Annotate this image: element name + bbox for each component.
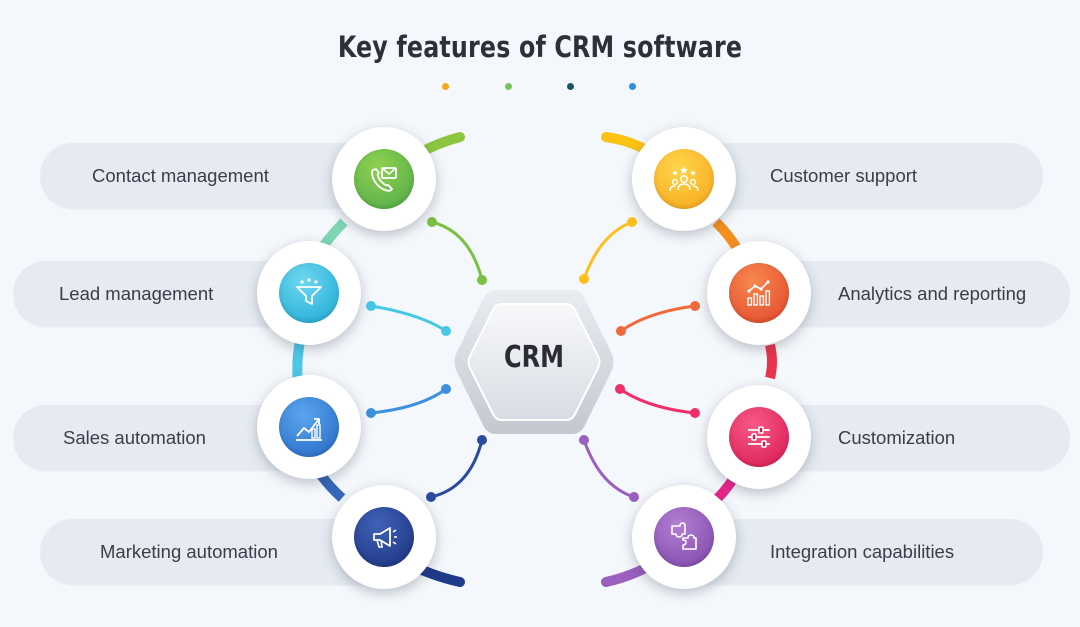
sales-chart-icon bbox=[296, 418, 322, 441]
icon-circle bbox=[654, 149, 714, 209]
icon-circle bbox=[729, 263, 789, 323]
badge-marketing-automation bbox=[332, 485, 436, 589]
feature-label: Integration capabilities bbox=[770, 541, 955, 562]
customers-stars-icon bbox=[669, 166, 699, 192]
feature-pill-customer-support: Customer support bbox=[680, 143, 1043, 209]
icon-circle bbox=[729, 407, 789, 467]
sliders-icon bbox=[748, 426, 770, 448]
connector-analytics bbox=[616, 301, 700, 336]
title-dot-3 bbox=[567, 83, 574, 90]
analytics-chart-icon bbox=[747, 280, 771, 306]
icon-circle bbox=[354, 149, 414, 209]
connector-sales bbox=[366, 384, 451, 418]
funnel-icon bbox=[296, 278, 322, 305]
feature-pill-analytics-reporting: Analytics and reporting bbox=[768, 261, 1070, 327]
feature-label: Marketing automation bbox=[100, 541, 278, 562]
megaphone-icon bbox=[373, 527, 397, 548]
feature-pill-customization: Customization bbox=[768, 405, 1070, 471]
title-dot-2 bbox=[505, 83, 512, 90]
badge-sales-automation bbox=[257, 375, 361, 479]
feature-label: Sales automation bbox=[63, 427, 206, 448]
crm-center-label: CRM bbox=[504, 340, 564, 375]
feature-label: Customization bbox=[838, 427, 956, 448]
phone-mail-icon bbox=[371, 167, 397, 192]
icon-circle bbox=[654, 507, 714, 567]
icon-circle bbox=[279, 397, 339, 457]
connector-lead bbox=[366, 301, 451, 336]
title-dot-4 bbox=[629, 83, 636, 90]
icon-circle bbox=[279, 263, 339, 323]
puzzle-icon bbox=[671, 522, 697, 550]
feature-label: Lead management bbox=[59, 283, 214, 304]
badge-contact-management bbox=[332, 127, 436, 231]
badge-integration-capabilities bbox=[632, 485, 736, 589]
feature-pill-integration-capabilities: Integration capabilities bbox=[680, 519, 1043, 585]
badge-customer-support bbox=[632, 127, 736, 231]
connector-contact bbox=[427, 217, 487, 285]
page-title: Key features of CRM software bbox=[337, 30, 743, 64]
icon-circle bbox=[354, 507, 414, 567]
arc-segment-red bbox=[765, 343, 777, 380]
feature-label: Contact management bbox=[92, 165, 269, 186]
connector-integration bbox=[579, 435, 639, 502]
connector-support bbox=[579, 217, 637, 284]
crm-hexagon bbox=[454, 290, 614, 434]
connector-marketing bbox=[426, 435, 487, 502]
feature-label: Customer support bbox=[770, 165, 918, 186]
feature-label: Analytics and reporting bbox=[838, 283, 1027, 304]
title-dot-1 bbox=[442, 83, 449, 90]
connector-customization bbox=[615, 384, 700, 418]
badge-analytics-reporting bbox=[707, 241, 811, 345]
badge-lead-management bbox=[257, 241, 361, 345]
badge-customization bbox=[707, 385, 811, 489]
